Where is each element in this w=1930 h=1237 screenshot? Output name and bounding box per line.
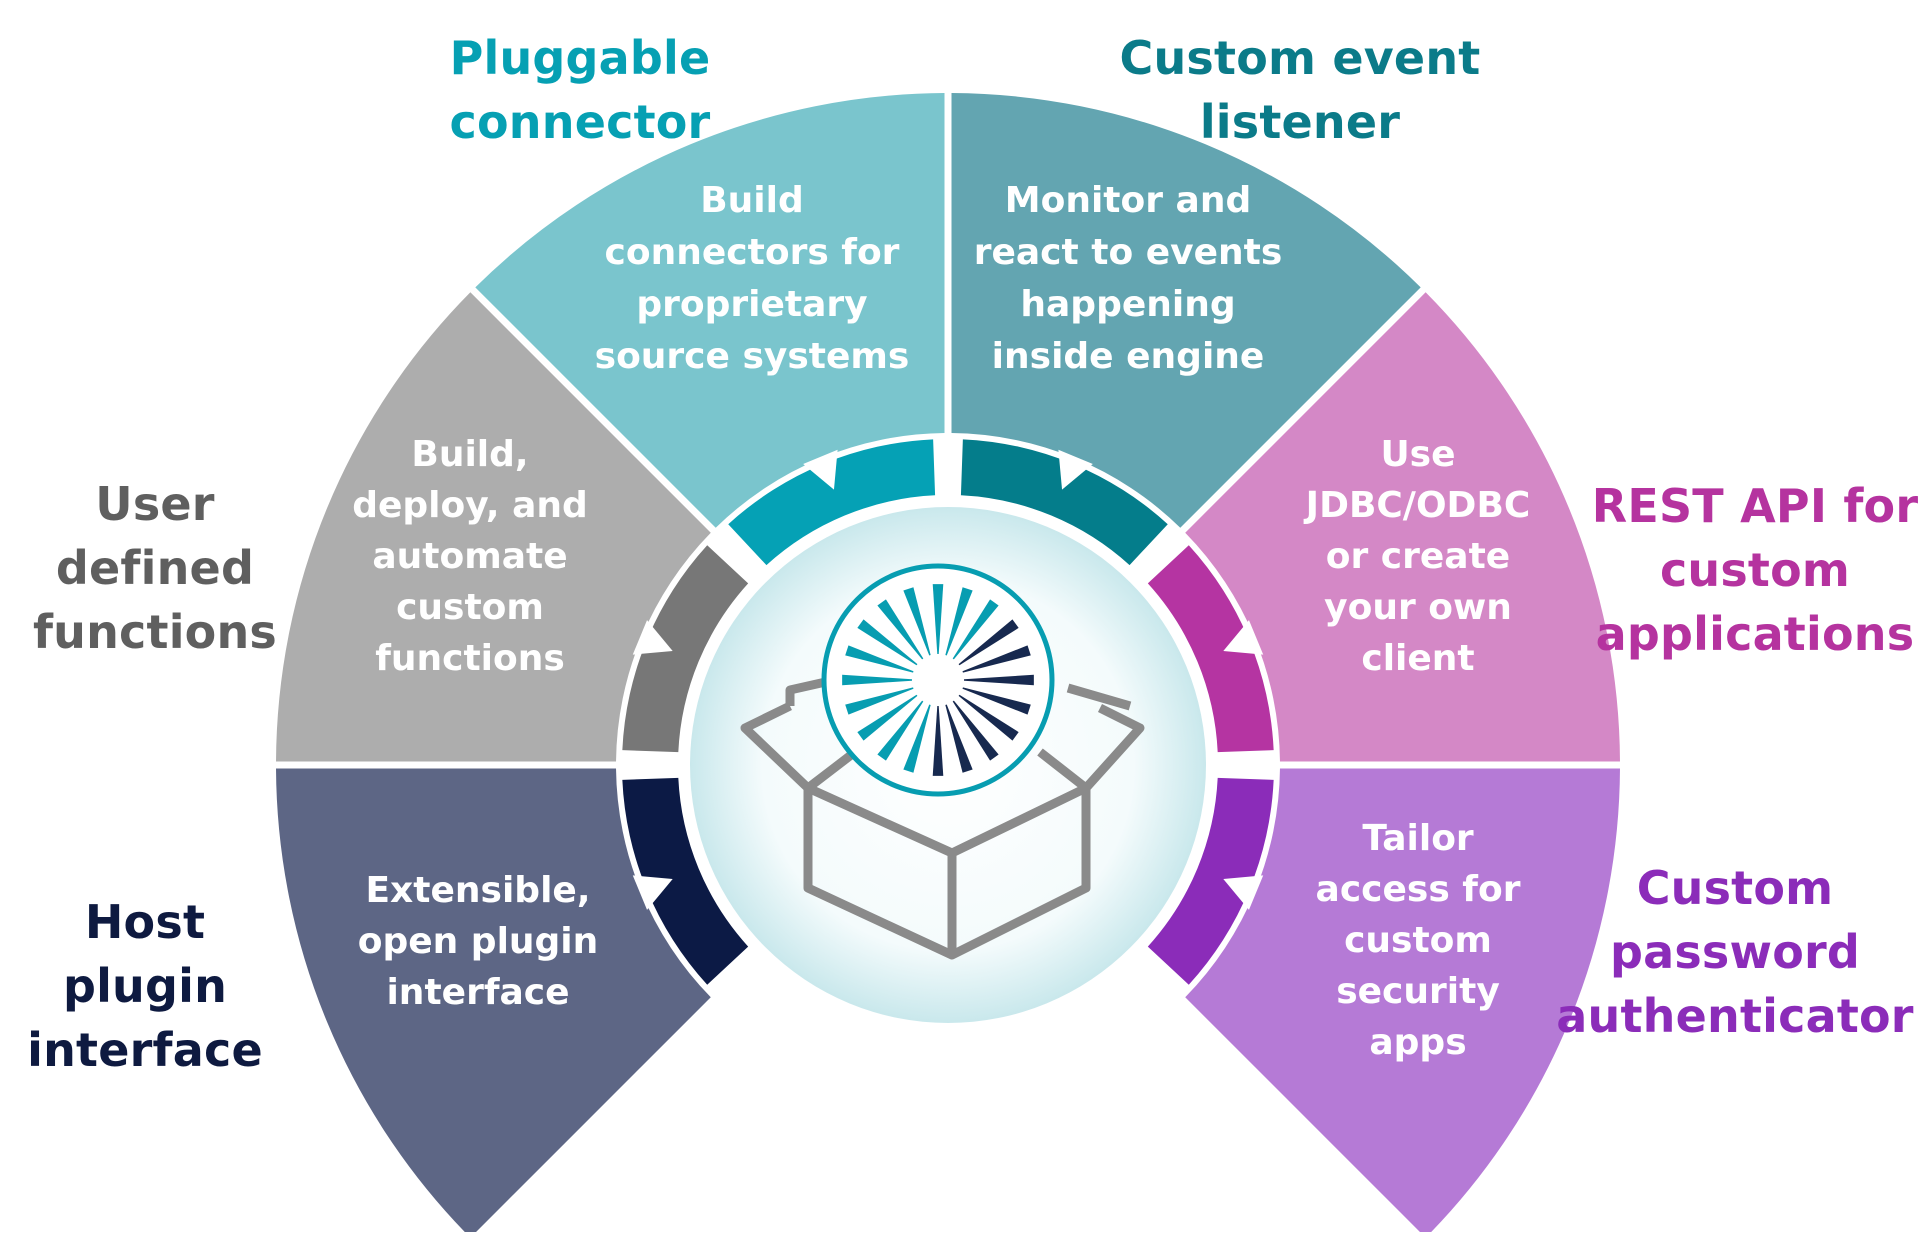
ring-notch-layer <box>632 449 1264 910</box>
ring-notch <box>1223 620 1264 655</box>
ring-arc-rest-api <box>1147 545 1274 753</box>
description-line: Tailor <box>1362 818 1474 859</box>
logo-ray <box>945 587 973 656</box>
logo-ray <box>958 619 1019 666</box>
title-custom-event-listener: Custom event listener <box>1119 31 1481 149</box>
descriptions-layer: Build connectors for proprietary source sys… <box>352 180 1530 1063</box>
description-line: custom <box>396 587 544 628</box>
description-line: apps <box>1369 1022 1466 1063</box>
logo-ray <box>952 599 999 660</box>
logo-ray <box>963 674 1034 686</box>
segments-layer <box>276 93 1620 1237</box>
description-line: or create <box>1326 536 1510 577</box>
segment-user-defined-functions <box>276 292 711 762</box>
logo-ray <box>958 694 1019 741</box>
title-rest-api: REST API for custom applications <box>1591 479 1919 661</box>
logo-ray <box>932 584 944 655</box>
logo-ray <box>952 700 999 761</box>
logo-ray <box>845 687 914 715</box>
logo-ray <box>877 700 924 761</box>
description-line: open plugin <box>358 921 599 962</box>
description-line: react to events <box>974 232 1283 273</box>
description-line: access for <box>1316 869 1521 910</box>
segment-custom-event-listener <box>951 93 1421 528</box>
description-line: Build, <box>411 434 528 475</box>
logo-ray <box>877 599 924 660</box>
description-line: connectors for <box>605 232 900 273</box>
description-line: security <box>1336 971 1500 1012</box>
ring-arc-host-plugin-interface <box>622 777 749 985</box>
logo-ray <box>962 687 1031 715</box>
segment-rest-api <box>1185 292 1620 762</box>
title-password-authenticator: Custom password authenticator <box>1556 861 1914 1043</box>
description-line: JDBC/ODBC <box>1303 485 1531 526</box>
ring-notch <box>632 620 673 655</box>
description-host-plugin-interface: Extensible, open plugin interface <box>358 870 599 1013</box>
description-line: deploy, and <box>352 485 588 526</box>
description-line: custom <box>1344 920 1492 961</box>
starburst-logo-icon <box>821 563 1055 797</box>
open-box-icon <box>740 667 1145 960</box>
description-line: proprietary <box>636 284 867 325</box>
description-line: happening <box>1020 284 1235 325</box>
ring-notch <box>1223 875 1264 910</box>
segment-pluggable-connector <box>475 93 945 528</box>
description-line: interface <box>386 972 569 1013</box>
logo-ray <box>945 704 973 773</box>
logo-ray <box>932 705 944 776</box>
description-pluggable-connector: Build connectors for proprietary source sys… <box>595 180 910 377</box>
description-line: functions <box>375 638 565 679</box>
description-line: Extensible, <box>365 870 590 911</box>
title-user-defined-functions: User defined functions <box>32 477 278 659</box>
title-pluggable-connector: Pluggable connector <box>449 31 711 149</box>
title-host-plugin-interface: Host plugin interface <box>27 895 263 1077</box>
segment-password-authenticator <box>1185 768 1620 1237</box>
ring-notch <box>1058 449 1093 490</box>
description-line: inside engine <box>992 336 1265 377</box>
ring-arc-user-defined-functions <box>622 545 749 753</box>
description-line: your own <box>1324 587 1512 628</box>
ring-notch <box>803 449 838 490</box>
ring-arc-custom-event-listener <box>960 439 1168 566</box>
logo-ring <box>821 563 1055 797</box>
logo-ray <box>857 694 918 741</box>
ring-notch <box>632 875 673 910</box>
description-line: Monitor and <box>1005 180 1251 221</box>
logo-ray <box>857 619 918 666</box>
description-line: source systems <box>595 336 910 377</box>
logo-ray <box>842 674 913 686</box>
description-line: Use <box>1380 434 1455 475</box>
description-line: Build <box>700 180 804 221</box>
description-user-defined-functions: Build, deploy, and automate custom functions <box>352 434 588 679</box>
description-custom-event-listener: Monitor and react to events happening insid… <box>974 180 1283 377</box>
description-line: automate <box>372 536 567 577</box>
description-line: client <box>1361 638 1474 679</box>
logo-ray <box>903 704 931 773</box>
segment-host-plugin-interface <box>276 768 711 1237</box>
description-password-authenticator: Tailor access for custom security apps <box>1316 818 1521 1063</box>
ring-arc-password-authenticator <box>1147 777 1274 985</box>
logo-ray <box>845 645 914 673</box>
logo-ray <box>962 645 1031 673</box>
inner-ring-layer <box>622 439 1274 985</box>
ring-arc-pluggable-connector <box>728 439 936 566</box>
logo-ray <box>903 587 931 656</box>
